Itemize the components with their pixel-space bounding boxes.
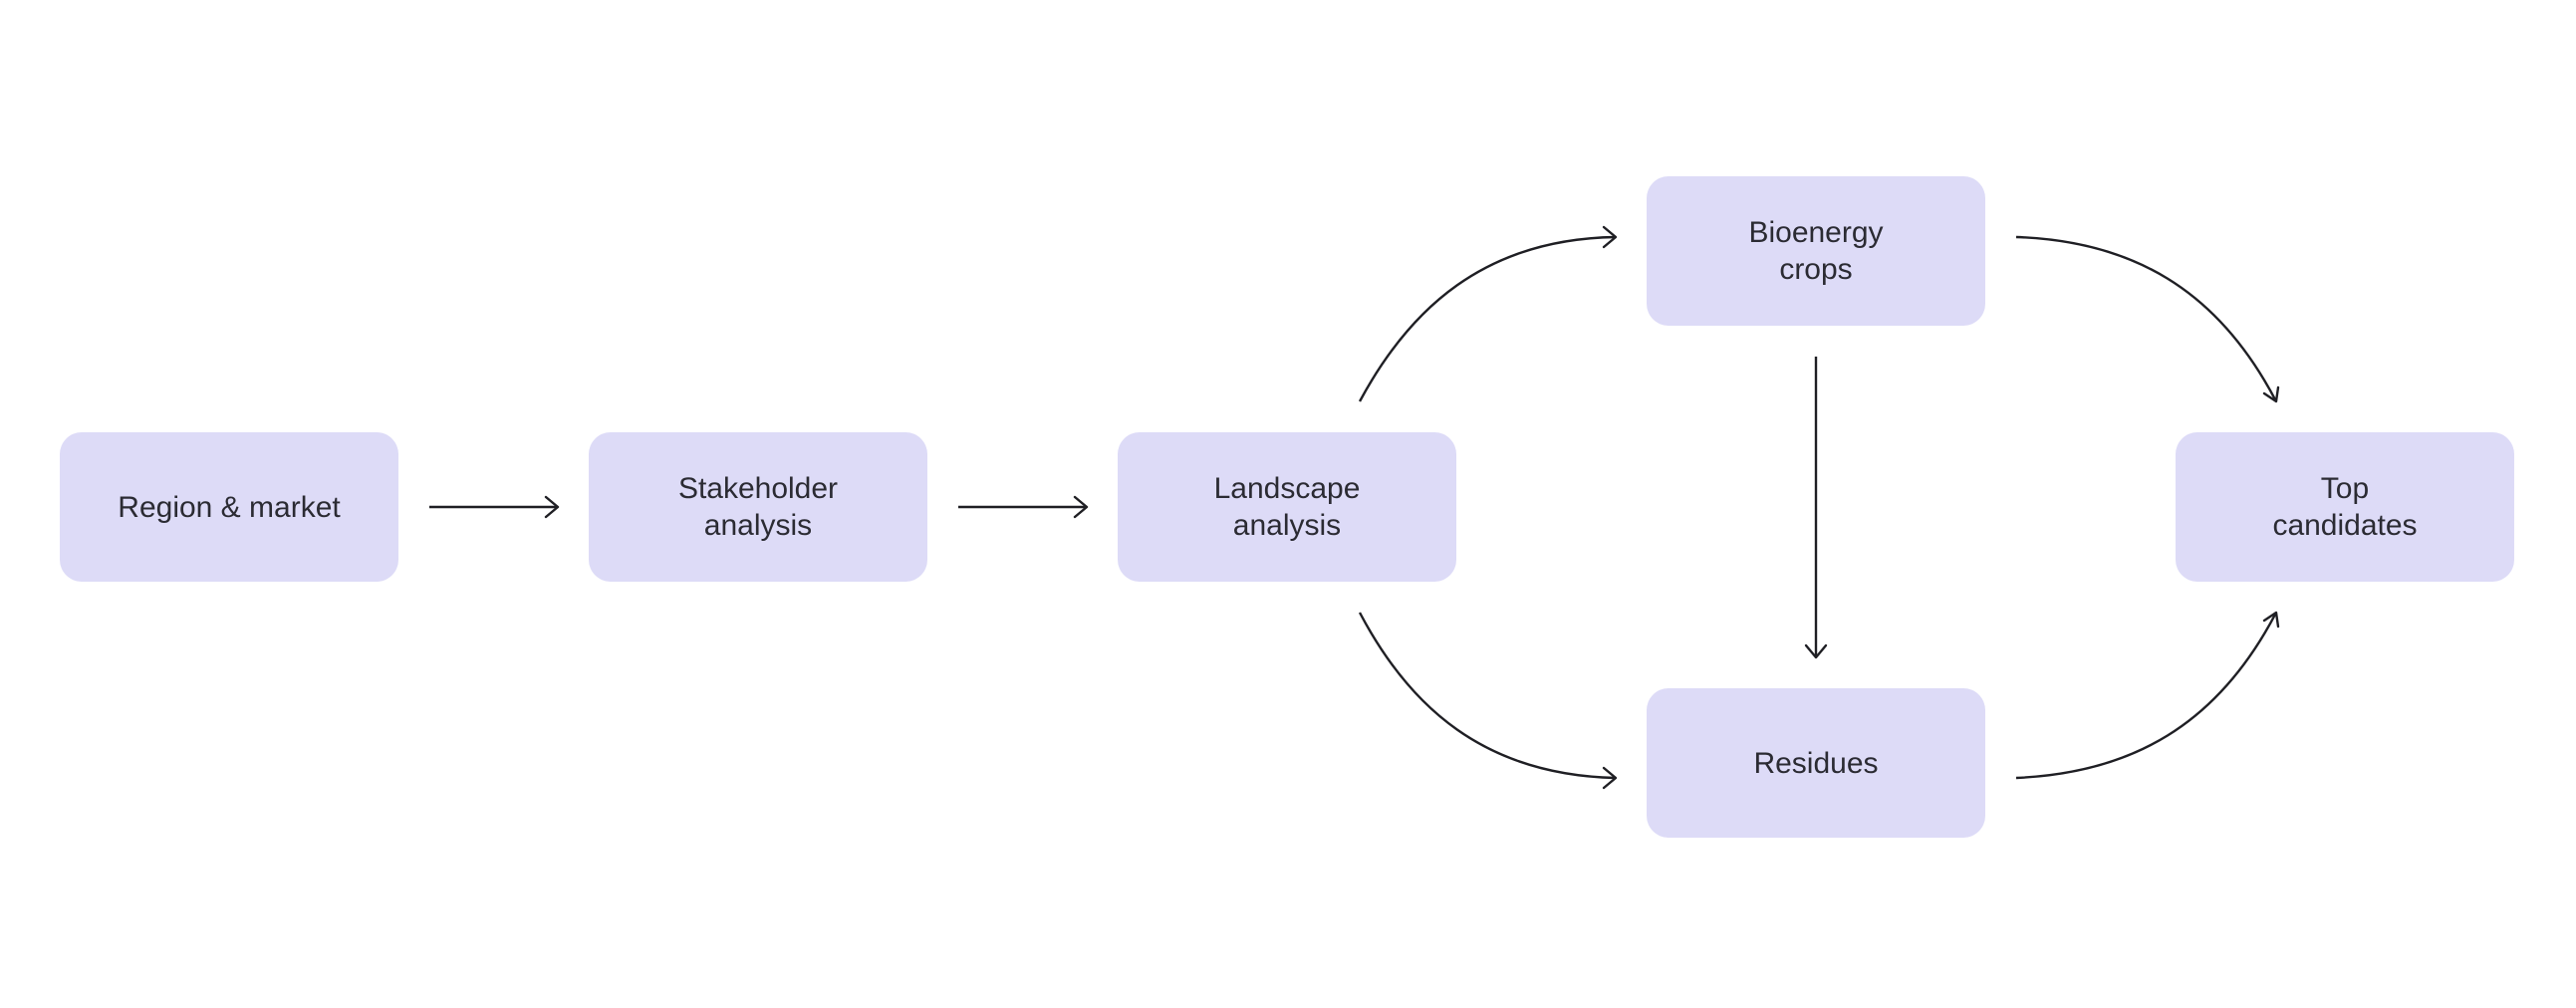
edge-bioenergy-to-residues: [1804, 357, 1828, 659]
node-label: Bioenergy crops: [1748, 216, 1884, 286]
node-bioenergy-crops: Bioenergy crops: [1647, 176, 1985, 326]
edge-stakeholder-to-landscape: [958, 495, 1089, 519]
node-residues: Residues: [1647, 688, 1985, 838]
edge-region-to-stakeholder: [429, 495, 560, 519]
node-label: Top candidates: [2272, 472, 2418, 542]
edge-bioenergy-to-top: [2015, 235, 2280, 403]
node-region-market: Region & market: [60, 432, 398, 582]
edge-landscape-to-bioenergy: [1358, 225, 1618, 402]
edge-landscape-to-residues: [1358, 612, 1618, 790]
edge-residues-to-top: [2015, 611, 2280, 780]
node-label: Region & market: [118, 490, 341, 524]
node-landscape-analysis: Landscape analysis: [1118, 432, 1456, 582]
node-label: Stakeholder analysis: [677, 472, 839, 542]
node-top-candidates: Top candidates: [2176, 432, 2514, 582]
node-stakeholder-analysis: Stakeholder analysis: [589, 432, 927, 582]
node-label: Residues: [1753, 746, 1879, 780]
node-label: Landscape analysis: [1213, 472, 1361, 542]
